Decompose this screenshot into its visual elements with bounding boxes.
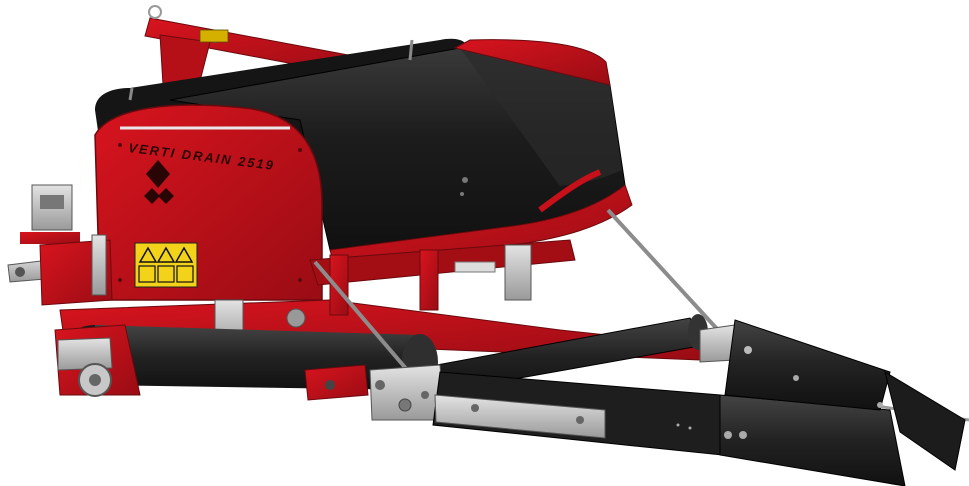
right-scraper-frame	[699, 319, 966, 471]
diamond-logo-icon	[144, 160, 174, 204]
hydraulic-block	[20, 184, 80, 244]
center-bracket	[304, 364, 369, 401]
warning-triangles-icon	[134, 242, 198, 288]
side-cover-panel: VERTI DRAIN 2519	[94, 104, 323, 301]
main-hood	[128, 39, 633, 269]
lower-hitch-arm	[7, 234, 113, 306]
rear-long-arm	[432, 371, 906, 486]
